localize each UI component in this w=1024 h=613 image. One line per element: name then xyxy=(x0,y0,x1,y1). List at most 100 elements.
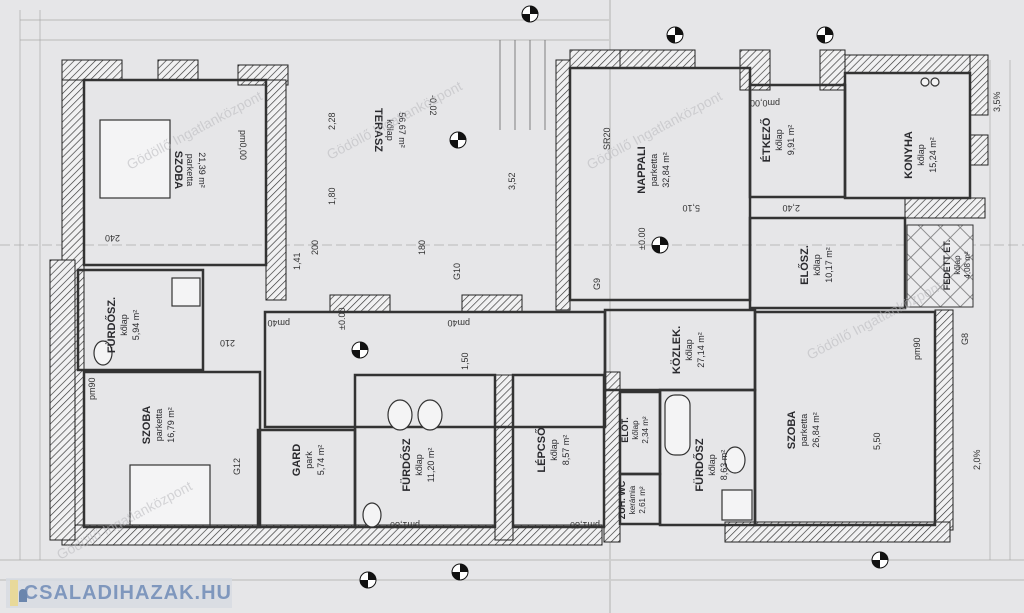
room-area: 8,63 m² xyxy=(719,450,729,481)
room-name: GARD xyxy=(291,444,303,476)
room-name: ZUH. WC xyxy=(617,480,627,519)
room-floor: kőlap xyxy=(385,119,395,141)
room-floor: park xyxy=(304,451,314,469)
level-pm40: pm40 xyxy=(267,318,290,328)
level-zero: ±0.00 xyxy=(637,228,647,250)
room-area: 27,14 m² xyxy=(696,332,706,368)
room-name: FÜRDŐSZ. xyxy=(105,297,118,353)
room-area: 2,61 m² xyxy=(638,486,647,513)
dim-label: 180 xyxy=(417,240,427,255)
dim-label: G9 xyxy=(592,278,602,290)
logo-text: CSALADIHAZAK.HU xyxy=(23,581,232,604)
dim-label: 210 xyxy=(220,338,235,348)
room-name: LÉPCSŐ xyxy=(535,427,548,473)
level-terrace: -0,02 xyxy=(428,95,438,116)
dim-label: G12 xyxy=(232,458,242,475)
bed xyxy=(129,464,211,526)
level-pm90: pm90 xyxy=(912,337,922,360)
dim-label: 1,80 xyxy=(327,187,337,205)
toilet xyxy=(93,340,113,366)
house-icon xyxy=(10,580,27,606)
level-pm40: pm40 xyxy=(447,318,470,328)
room-floor: kőlap xyxy=(684,339,694,361)
room-floor: kőlap xyxy=(549,439,559,461)
dim-label: 2,0% xyxy=(972,449,982,470)
dim-label: 2,28 xyxy=(327,112,337,130)
room-name: SZOBA xyxy=(141,406,153,445)
room-name: TERASZ xyxy=(372,108,384,152)
dim-label: 5,10 xyxy=(682,203,700,213)
bed xyxy=(99,119,171,199)
room-name: FEDETT ÉT. xyxy=(942,240,952,291)
sink xyxy=(417,399,443,431)
terrace-stairs xyxy=(499,40,546,130)
dim-label: SR20 xyxy=(602,127,612,150)
level-pm180: pm1,80 xyxy=(570,520,600,530)
shower xyxy=(171,277,201,307)
room-area: 2,34 m² xyxy=(641,416,650,443)
room-floor: kőlap xyxy=(414,454,424,476)
room-floor: kőlap xyxy=(774,129,784,151)
room-name: FÜRDŐSZ xyxy=(400,438,413,491)
dim-label: 2,40 xyxy=(782,203,800,213)
room-name: SZOBA xyxy=(786,411,798,450)
sink xyxy=(387,399,413,431)
room-floor: kőlap xyxy=(953,255,962,275)
room-area: 5,74 m² xyxy=(316,445,326,476)
room-name: FÜRDŐSZ xyxy=(693,438,706,491)
room-area: 4,08 m² xyxy=(963,251,972,278)
room-area: 21,39 m² xyxy=(197,152,207,188)
room-area: 5,94 m² xyxy=(131,310,141,341)
level-pm90: pm90 xyxy=(87,377,97,400)
room-name: KÖZLEK. xyxy=(670,326,683,374)
site-logo: CSALADIHAZAK.HU xyxy=(6,578,232,608)
room-floor: parketta xyxy=(799,414,809,447)
sink xyxy=(724,446,746,474)
toilet xyxy=(362,502,382,528)
room-floor: kőlap xyxy=(707,454,717,476)
room-floor: kőlap xyxy=(631,420,640,440)
level-labels: ±0.00 ±0.00 -0,02 pm0,00 pm0,00 pm90 pm9… xyxy=(87,95,922,530)
dim-label: 1,50 xyxy=(460,352,470,370)
covered-dining-tiles xyxy=(906,224,974,308)
room-name: ELŐSZ. xyxy=(798,245,811,285)
level-pm: pm0,00 xyxy=(238,130,248,160)
room-name: NAPPALI xyxy=(636,146,648,193)
dim-label: 3,52 xyxy=(507,172,517,190)
level-zero: ±0.00 xyxy=(337,308,347,330)
room-area: 9,91 m² xyxy=(786,125,796,156)
room-area: 15,24 m² xyxy=(928,137,938,173)
room-area: 26,84 m² xyxy=(811,412,821,448)
dim-label: 5,50 xyxy=(872,432,882,450)
furniture xyxy=(93,77,940,528)
level-markers xyxy=(351,5,889,589)
level-pm180: pm1,80 xyxy=(390,520,420,530)
room-area: 11,20 m² xyxy=(426,448,436,483)
room-floor: kőlap xyxy=(812,254,822,276)
level-pm: pm0,00 xyxy=(750,98,780,108)
room-floor: kőlap xyxy=(119,314,129,336)
room-name: KONYHA xyxy=(903,131,915,179)
walls xyxy=(49,49,989,546)
room-area: 8,57 m² xyxy=(561,435,571,466)
room-floor: kerámia xyxy=(628,485,637,514)
room-area: 32,84 m² xyxy=(661,152,671,188)
room-area: 56,67 m² xyxy=(397,112,407,148)
dim-label: 1,41 xyxy=(292,252,302,270)
room-floor: parketta xyxy=(154,409,164,442)
